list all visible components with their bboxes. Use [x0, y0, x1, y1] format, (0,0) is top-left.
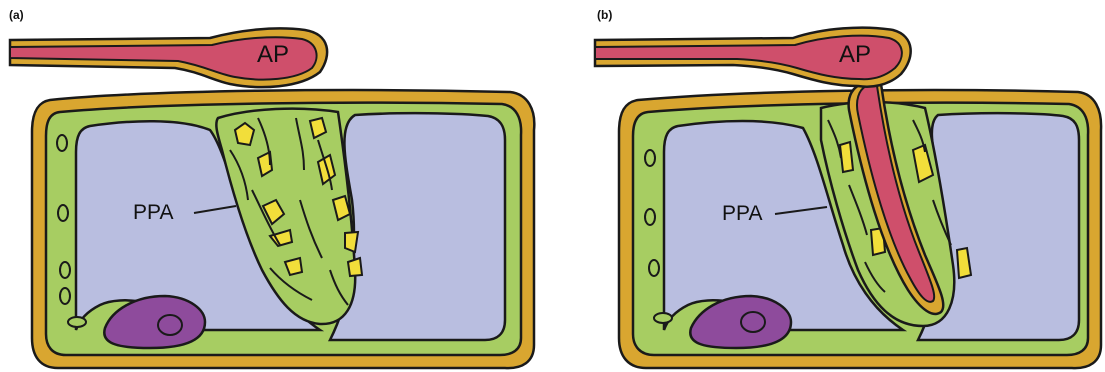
- ap-label: AP: [839, 41, 871, 69]
- panel-a-tag: (a): [9, 8, 24, 22]
- panel-b-tag: (b): [597, 8, 612, 22]
- panel-a: (a) AP PPA: [0, 0, 552, 372]
- ap-label: AP: [257, 41, 289, 69]
- panel-b: (b) AP PPA: [553, 0, 1105, 372]
- vacuole-right: [330, 113, 505, 340]
- ppa-label: PPA: [722, 202, 762, 226]
- nucleolus: [158, 315, 182, 335]
- nucleolus: [741, 312, 765, 332]
- panel-b-illustration: [553, 0, 1105, 372]
- ppa-label: PPA: [133, 201, 173, 225]
